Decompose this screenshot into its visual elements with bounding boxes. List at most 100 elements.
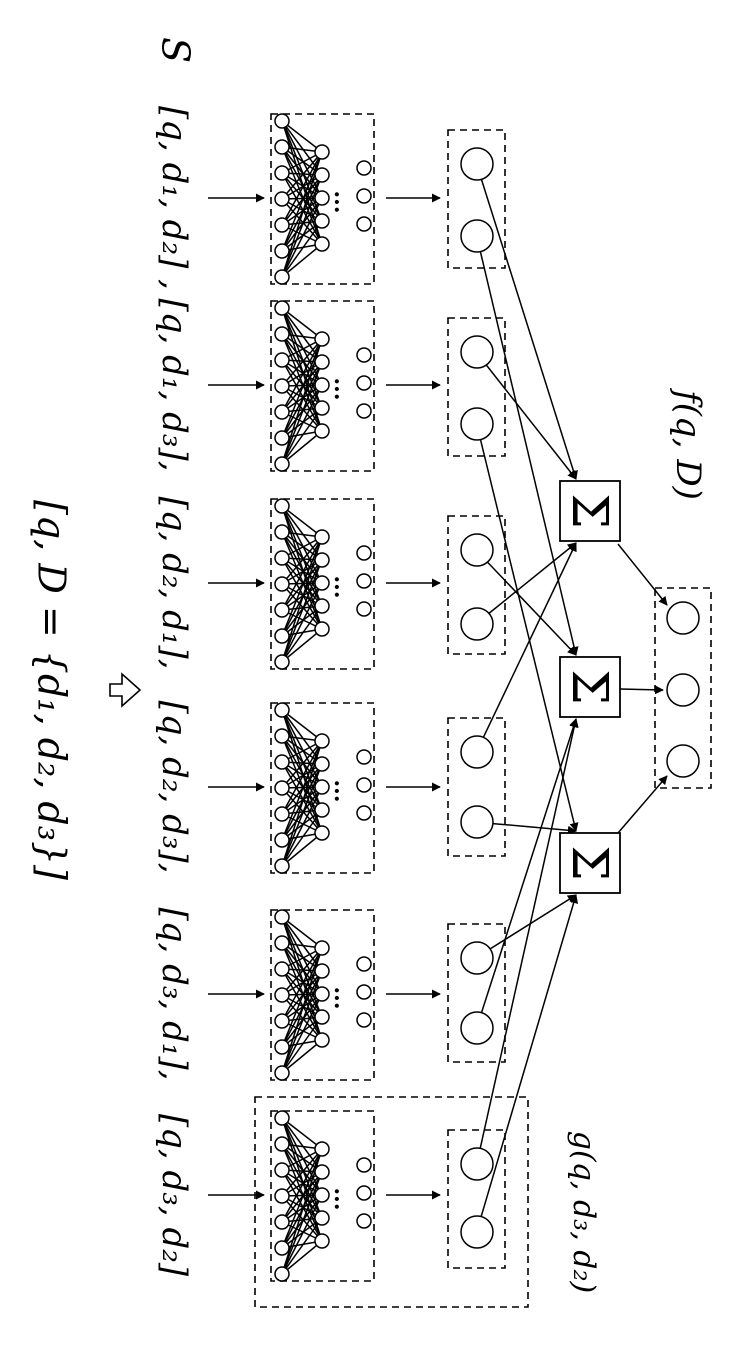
embedding-box <box>447 515 506 655</box>
output-node <box>666 673 700 707</box>
aggregation-edge <box>479 718 579 1149</box>
hidden-output-node <box>356 1185 372 1201</box>
hidden-output-node <box>356 375 372 391</box>
svg-text:[q, D = {d₁, d₂, d₃}]: [q, D = {d₁, d₂, d₃}] <box>30 500 74 880</box>
hidden-output-node <box>356 545 372 561</box>
aggregation-edge <box>482 542 577 738</box>
ellipsis: ... <box>329 780 355 803</box>
hidden-output-node <box>356 160 372 176</box>
permutation-row: ... <box>208 702 506 874</box>
svg-text:[q, d₁, d₂] ,: [q, d₁, d₂] , <box>154 106 194 290</box>
transform-arrow <box>109 672 142 708</box>
set-label: S <box>154 37 198 63</box>
neural-network-icon <box>274 498 330 670</box>
permutation-label: [q, d₂, d₁], <box>154 496 194 669</box>
hidden-output-node <box>356 601 372 617</box>
svg-text:[q, d₃, d₂]: [q, d₃, d₂] <box>154 1114 194 1277</box>
permutation-label: [q, d₃, d₁], <box>154 907 194 1080</box>
output-node <box>666 744 700 778</box>
aggregation-edge <box>480 718 578 1013</box>
embedding-box <box>447 129 506 269</box>
hidden-output-node <box>356 347 372 363</box>
sum-aggregator: Σ <box>559 480 621 542</box>
embedding-box <box>447 923 506 1063</box>
neural-network-icon <box>274 702 330 874</box>
embedding-node <box>460 533 494 567</box>
agg-output-edge <box>619 685 664 695</box>
sum-symbol: Σ <box>561 845 619 880</box>
neural-network-icon <box>274 300 330 472</box>
embedding-node <box>460 147 494 181</box>
neural-network-icon <box>274 113 330 285</box>
embedding-node <box>460 805 494 839</box>
input-label: [q, D = {d₁, d₂, d₃}] <box>30 500 74 880</box>
agg-output-edge <box>617 543 668 606</box>
embedding-node <box>460 1215 494 1249</box>
permutation-row: ... <box>208 909 506 1081</box>
svg-text:g(q, d₃, d₂): g(q, d₃, d₂) <box>566 1131 601 1293</box>
embedding-node <box>460 407 494 441</box>
ellipsis: ... <box>329 1188 355 1211</box>
g-label: g(q, d₃, d₂) <box>566 1131 601 1293</box>
shared-network-box <box>270 909 375 1081</box>
ellipsis: ... <box>329 576 355 599</box>
aggregation-edge <box>488 542 577 614</box>
embedding-node <box>460 1011 494 1045</box>
agg-output-edge <box>617 775 668 834</box>
sum-symbol: Σ <box>561 493 619 528</box>
aggregation-edge <box>492 822 577 835</box>
embedding-node <box>460 607 494 641</box>
shared-network-box <box>270 498 375 670</box>
embedding-node <box>460 335 494 369</box>
hidden-output-node <box>356 403 372 419</box>
aggregation-edge <box>480 894 579 1217</box>
hidden-output-node <box>356 1012 372 1028</box>
embedding-node <box>460 941 494 975</box>
f-label: f(q, D) <box>668 387 708 500</box>
svg-text:S: S <box>154 37 198 63</box>
shared-network-box <box>270 702 375 874</box>
hidden-output-node <box>356 216 372 232</box>
permutation-label: [q, d₁, d₃], <box>154 298 194 471</box>
aggregation-edge <box>485 364 577 480</box>
neural-network-icon <box>274 909 330 1081</box>
ellipsis: ... <box>329 191 355 214</box>
embedding-node <box>460 735 494 769</box>
permutation-row: ... <box>208 300 506 472</box>
shared-network-box <box>270 1110 375 1282</box>
hidden-output-node <box>356 777 372 793</box>
embedding-node <box>460 1147 494 1181</box>
embedding-box <box>447 1129 506 1269</box>
hidden-output-node <box>356 749 372 765</box>
aggregation-edge <box>486 561 577 656</box>
svg-text:f(q, D): f(q, D) <box>668 387 708 500</box>
hidden-output-node <box>356 1213 372 1229</box>
shared-network-box <box>270 113 375 285</box>
hidden-output-node <box>356 984 372 1000</box>
permutation-row: ... <box>208 1110 506 1282</box>
output-node <box>666 601 700 635</box>
ellipsis: ... <box>329 987 355 1010</box>
aggregation-edge <box>479 439 579 832</box>
hidden-output-node <box>356 573 372 589</box>
aggregation-edge <box>479 251 579 656</box>
neural-network-icon <box>274 1110 330 1282</box>
hidden-output-node <box>356 805 372 821</box>
svg-text:[q, d₂, d₁],: [q, d₂, d₁], <box>154 496 194 669</box>
embedding-box <box>447 317 506 457</box>
sum-symbol: Σ <box>561 669 619 704</box>
permutation-label: [q, d₁, d₂] , <box>154 106 194 290</box>
g-function-group <box>254 1096 529 1308</box>
svg-text:[q, d₁, d₃],: [q, d₁, d₃], <box>154 298 194 471</box>
svg-text:[q, d₂, d₃],: [q, d₂, d₃], <box>154 700 194 873</box>
embedding-box <box>447 717 506 857</box>
hidden-output-node <box>356 956 372 972</box>
hidden-output-node <box>356 1157 372 1173</box>
sum-aggregator: Σ <box>559 656 621 718</box>
shared-network-box <box>270 300 375 472</box>
hidden-output-node <box>356 188 372 204</box>
ellipsis: ... <box>329 378 355 401</box>
sum-aggregator: Σ <box>559 832 621 894</box>
permutation-row: ... <box>208 113 506 285</box>
